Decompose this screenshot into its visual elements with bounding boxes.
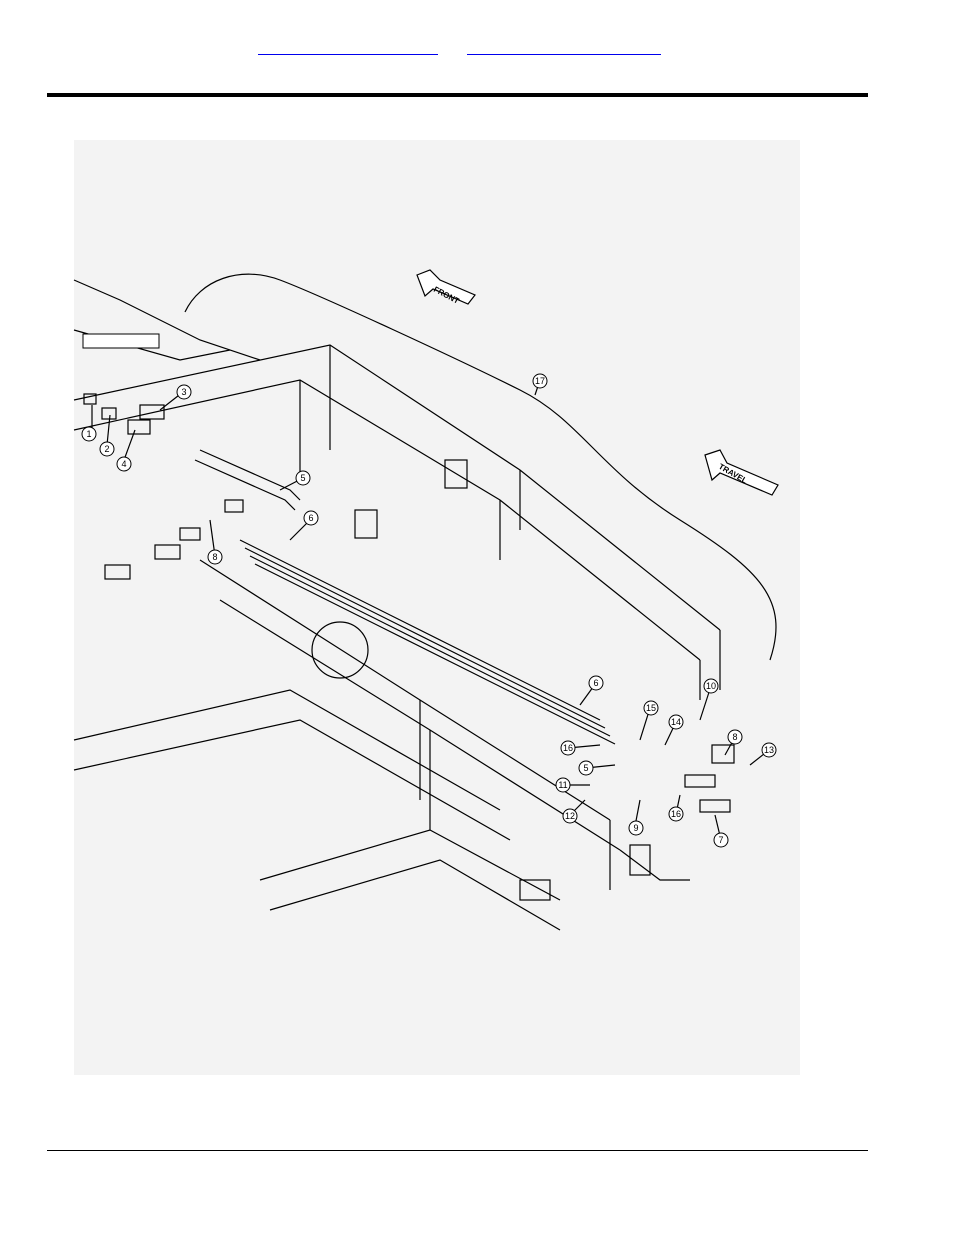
callout-number: 17 [535, 376, 545, 386]
callout-number: 8 [732, 732, 737, 742]
callout-number: 13 [764, 745, 774, 755]
callout-number: 1 [86, 429, 91, 439]
front-arrow-icon: FRONT [417, 270, 475, 306]
callout-number: 11 [558, 780, 567, 790]
callout-number: 16 [563, 743, 573, 753]
callout-number: 5 [300, 473, 305, 483]
callout-number: 3 [181, 387, 186, 397]
callout-number: 8 [212, 552, 217, 562]
callout-number: 12 [565, 811, 575, 821]
callout-number: 16 [671, 809, 681, 819]
footer-rule [47, 1150, 868, 1151]
callout-number: 6 [308, 513, 313, 523]
callout-number: 14 [671, 717, 681, 727]
callout-number: 10 [706, 681, 716, 691]
callout-number: 7 [718, 835, 723, 845]
callout-number: 9 [633, 823, 638, 833]
section-label-box [83, 334, 159, 348]
callout-number: 15 [646, 703, 656, 713]
callout-number: 6 [593, 678, 598, 688]
callout-number: 4 [121, 459, 126, 469]
callout-number: 2 [104, 444, 109, 454]
travel-arrow-icon: TRAVEL [705, 450, 778, 495]
callout-number: 5 [583, 763, 588, 773]
